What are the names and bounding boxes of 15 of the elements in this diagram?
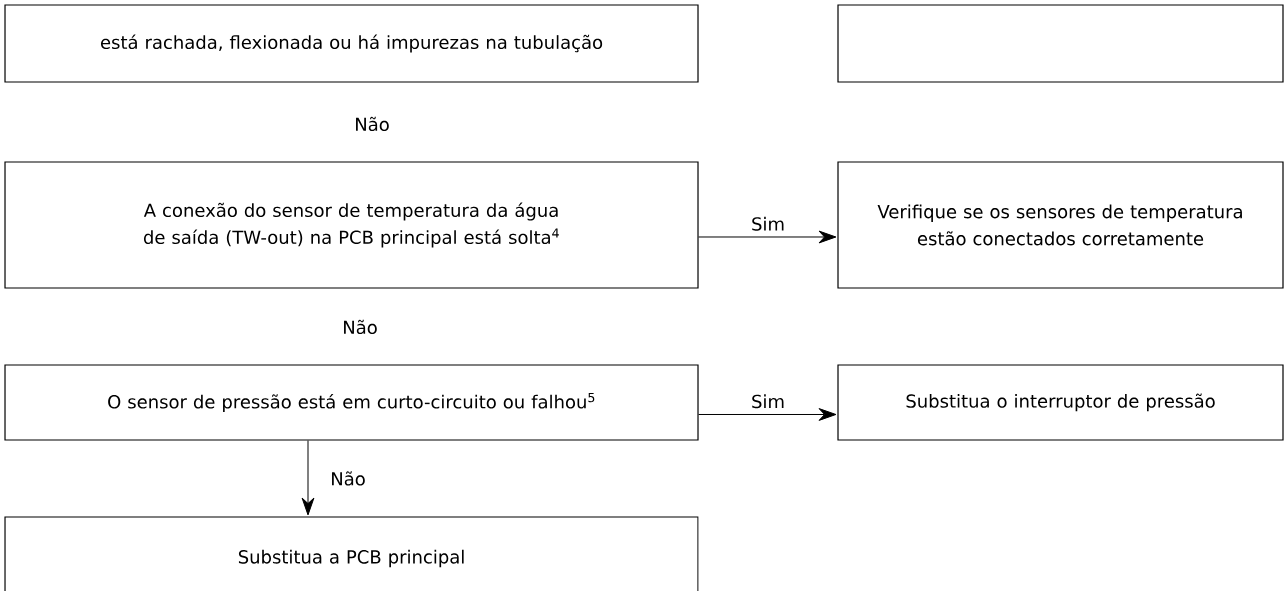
process-box: Verifique se os sensores de temperatura estão conectados corretamente [837,161,1284,289]
arrow [698,408,837,421]
process-box: O sensor de pressão está em curto-circuito ou falhou$^{5}$ [4,364,699,441]
process-box: Substitua a PCB principal [4,516,699,591]
edge-label: Sim [752,394,784,409]
arrow [301,440,315,516]
process-box: está rachada, flexionada ou há impurezas na tubulação [4,4,699,83]
branch-label: Não [344,319,377,335]
arrow [698,230,837,244]
empty-box [837,4,1284,83]
process-box: Substitua o interruptor de pressão [837,364,1284,441]
edge-label: Não [332,471,365,486]
edge-label: Sim [752,216,784,231]
branch-label: Não [356,116,389,132]
process-box: A conexão do sensor de temperatura da água de saída (TW-out) na PCB principal está solta$^{4}$ [4,161,699,289]
